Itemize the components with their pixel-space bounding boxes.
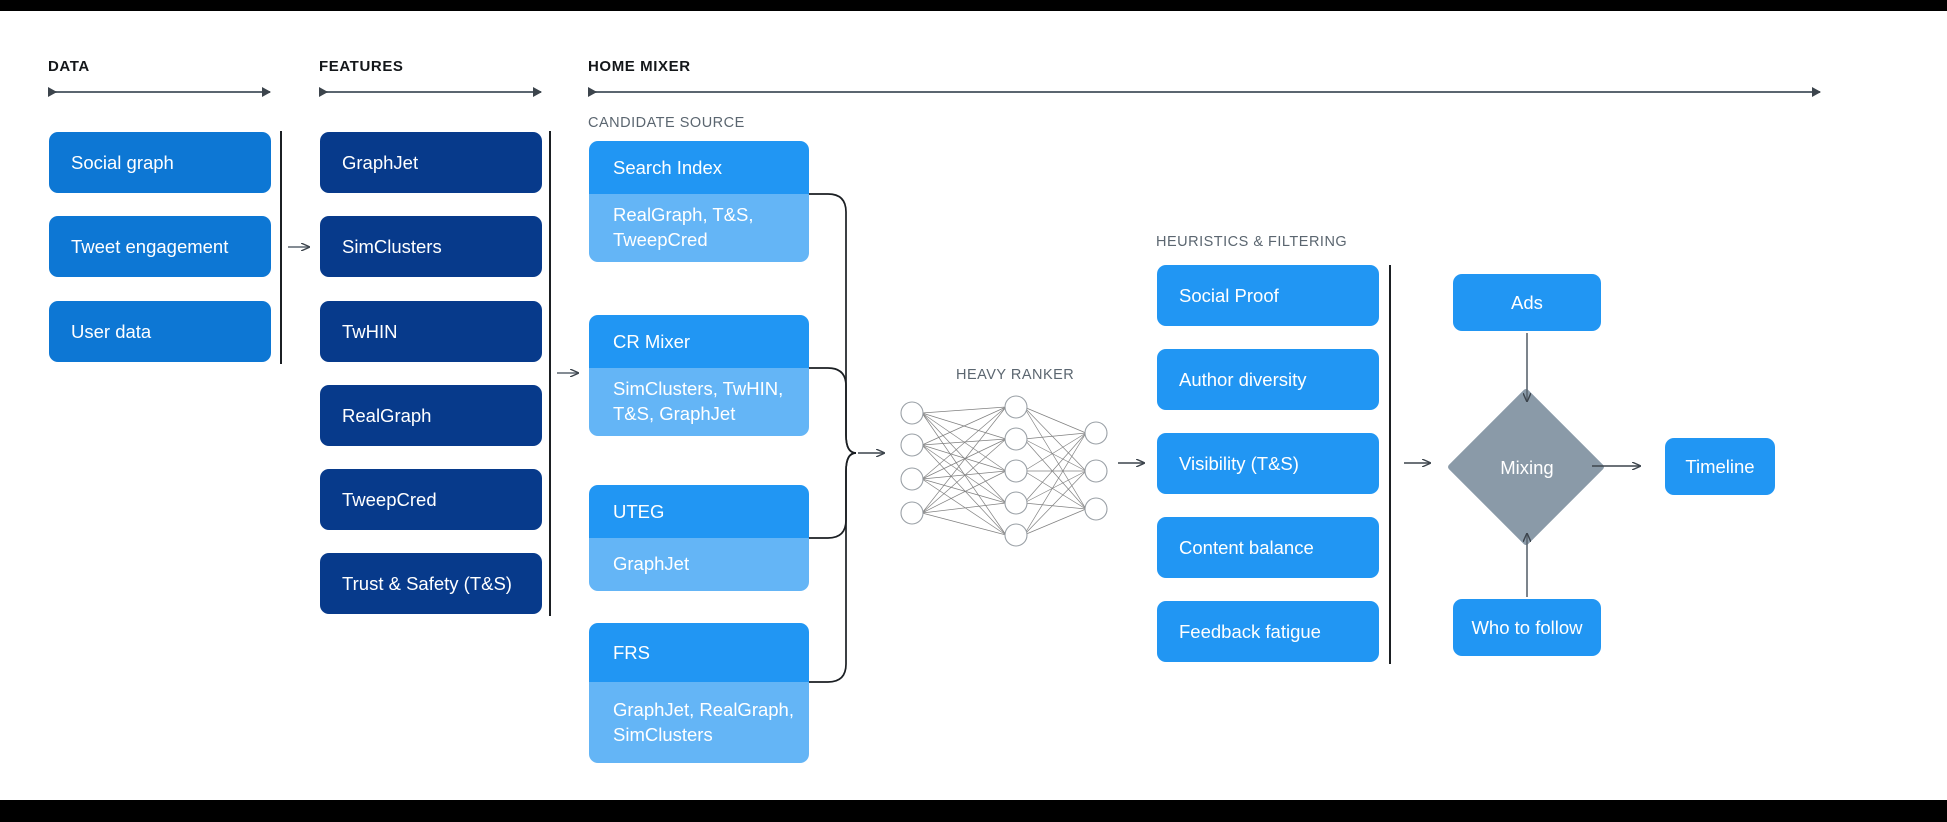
connector-overlay — [288, 193, 1947, 683]
nn-hidden-node — [1004, 395, 1028, 419]
nn-input-node — [900, 433, 924, 457]
nn-output-node — [1084, 459, 1108, 483]
candidate-source-detail: GraphJet, RealGraph, SimClusters — [589, 682, 809, 763]
divider-features-home-mixer — [549, 131, 551, 616]
candidate-source-name: CR Mixer — [589, 315, 809, 368]
feature-box-trust-safety[interactable]: Trust & Safety (T&S) — [320, 553, 542, 614]
section-arrow-data — [48, 87, 271, 97]
candidate-source-brackets — [809, 193, 857, 683]
feature-box-simclusters[interactable]: SimClusters — [320, 216, 542, 277]
divider-heuristics-mixing — [1389, 265, 1391, 664]
nn-hidden-node — [1004, 491, 1028, 515]
subsection-title-candidate-source: CANDIDATE SOURCE — [588, 115, 745, 131]
output-box-ads[interactable]: Ads — [1453, 274, 1601, 331]
section-arrow-home-mixer — [588, 87, 1821, 97]
output-box-who-to-follow[interactable]: Who to follow — [1453, 599, 1601, 656]
divider-data-features — [280, 131, 282, 364]
candidate-source-detail: SimClusters, TwHIN, T&S, GraphJet — [589, 368, 809, 436]
candidate-source-search-index[interactable]: Search Index RealGraph, T&S, TweepCred — [589, 141, 809, 262]
nn-hidden-node — [1004, 427, 1028, 451]
output-box-timeline[interactable]: Timeline — [1665, 438, 1775, 495]
nn-hidden-node — [1004, 523, 1028, 547]
section-arrow-features — [319, 87, 542, 97]
nn-input-node — [900, 467, 924, 491]
mixing-label: Mixing — [1500, 457, 1554, 478]
heuristic-box-author-diversity[interactable]: Author diversity — [1157, 349, 1379, 410]
candidate-source-frs[interactable]: FRS GraphJet, RealGraph, SimClusters — [589, 623, 809, 763]
nn-output-node — [1084, 497, 1108, 521]
feature-box-realgraph[interactable]: RealGraph — [320, 385, 542, 446]
feature-box-tweepcred[interactable]: TweepCred — [320, 469, 542, 530]
candidate-source-name: UTEG — [589, 485, 809, 538]
feature-box-twhin[interactable]: TwHIN — [320, 301, 542, 362]
subsection-title-heavy-ranker: HEAVY RANKER — [956, 367, 1075, 383]
candidate-source-name: Search Index — [589, 141, 809, 194]
nn-hidden-node — [1004, 459, 1028, 483]
nn-input-node — [900, 401, 924, 425]
feature-box-graphjet[interactable]: GraphJet — [320, 132, 542, 193]
data-box-tweet-engagement[interactable]: Tweet engagement — [49, 216, 271, 277]
heuristic-box-feedback-fatigue[interactable]: Feedback fatigue — [1157, 601, 1379, 662]
heuristic-box-content-balance[interactable]: Content balance — [1157, 517, 1379, 578]
candidate-source-detail: RealGraph, T&S, TweepCred — [589, 194, 809, 262]
section-title-data: DATA — [48, 58, 90, 75]
data-box-social-graph[interactable]: Social graph — [49, 132, 271, 193]
diagram-stage: DATA FEATURES HOME MIXER CANDIDATE SOURC… — [0, 11, 1947, 800]
nn-input-node — [900, 501, 924, 525]
section-title-features: FEATURES — [319, 58, 404, 75]
subsection-title-heuristics: HEURISTICS & FILTERING — [1156, 234, 1348, 250]
heavy-ranker-network — [900, 395, 1108, 547]
candidate-source-detail: GraphJet — [589, 538, 809, 591]
candidate-source-cr-mixer[interactable]: CR Mixer SimClusters, TwHIN, T&S, GraphJ… — [589, 315, 809, 436]
section-title-home-mixer: HOME MIXER — [588, 58, 691, 75]
candidate-source-name: FRS — [589, 623, 809, 682]
heuristic-box-visibility[interactable]: Visibility (T&S) — [1157, 433, 1379, 494]
candidate-source-uteg[interactable]: UTEG GraphJet — [589, 485, 809, 591]
heuristic-box-social-proof[interactable]: Social Proof — [1157, 265, 1379, 326]
data-box-user-data[interactable]: User data — [49, 301, 271, 362]
nn-output-node — [1084, 421, 1108, 445]
